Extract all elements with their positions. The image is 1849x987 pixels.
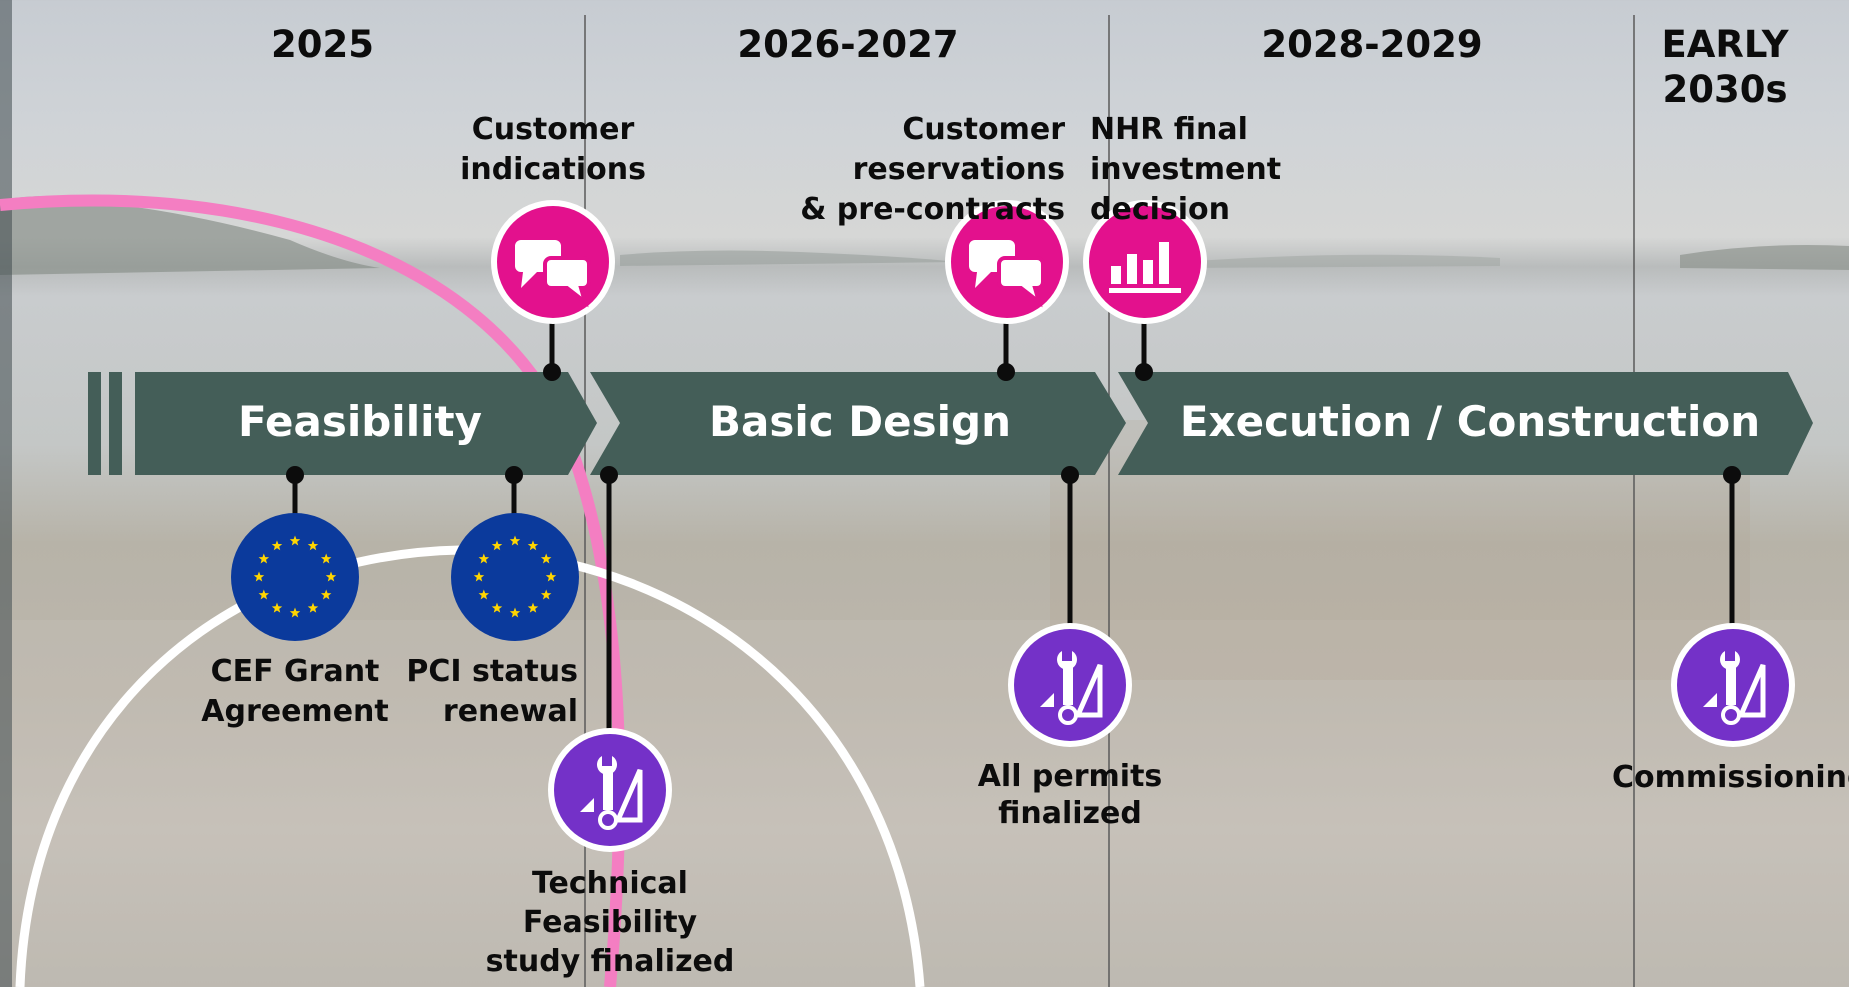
eu-star [320, 553, 332, 564]
connector-dot [543, 363, 561, 381]
connector-dot [1061, 466, 1079, 484]
year-header-2028-2029: 2028-2029 [1261, 23, 1483, 66]
eu-star [478, 589, 490, 600]
eu-star [491, 602, 503, 613]
eu-star [320, 589, 332, 600]
phase-chevron-execution [1118, 372, 1813, 475]
bar-chart-icon [1083, 200, 1207, 324]
phase-chevron-feasibility [135, 372, 597, 475]
connector-dot [600, 466, 618, 484]
eu-star [289, 607, 301, 618]
eu-flag-icon [451, 513, 579, 641]
eu-star [258, 553, 270, 564]
eu-star [307, 540, 319, 551]
engineering-tools-icon [1671, 623, 1795, 747]
speech-bubbles-icon [945, 200, 1069, 324]
connector-dot [1723, 466, 1741, 484]
milestone-label-all-permits: All permits finalized [977, 759, 1163, 831]
phase-bar-stripe [109, 372, 122, 475]
milestone-label-pci-status: PCI status renewal [406, 654, 578, 729]
milestone-label-technical-feasibility: Technical Feasibility study finalized [485, 866, 735, 979]
eu-star [527, 602, 539, 613]
eu-star [325, 571, 337, 582]
eu-star [253, 571, 265, 582]
eu-star [540, 589, 552, 600]
connector-dot [286, 466, 304, 484]
eu-star [509, 607, 521, 618]
year-header-early-2030s: EARLY 2030s [1661, 23, 1789, 111]
phase-label-feasibility: Feasibility [238, 397, 482, 446]
eu-star [289, 535, 301, 546]
eu-star [271, 540, 283, 551]
eu-star [473, 571, 485, 582]
milestone-label-nhr-final-investment: NHR final investment decision [1090, 112, 1282, 227]
eu-flag-icon [231, 513, 359, 641]
phase-label-basic-design: Basic Design [709, 397, 1011, 446]
engineering-tools-icon [548, 728, 672, 852]
connector-dot [505, 466, 523, 484]
phase-bar [88, 372, 1813, 475]
year-header-2026-2027: 2026-2027 [737, 23, 959, 66]
eu-star [540, 553, 552, 564]
phase-label-execution: Execution / Construction [1179, 397, 1761, 446]
milestone-label-customer-reservations: Customer reservations & pre-contracts [800, 112, 1065, 227]
connector-dot [1135, 363, 1153, 381]
eu-star [307, 602, 319, 613]
phase-chevron-basic-design [590, 372, 1126, 475]
eu-star [545, 571, 557, 582]
phase-bar-stripe [88, 372, 101, 475]
eu-star [478, 553, 490, 564]
milestone-label-commissioning: Commissioning [1612, 760, 1849, 795]
speech-bubbles-icon [491, 200, 615, 324]
milestone-label-customer-indications: Customer indications [460, 112, 646, 187]
eu-star [509, 535, 521, 546]
eu-star [491, 540, 503, 551]
eu-star [258, 589, 270, 600]
connector-dot [997, 363, 1015, 381]
eu-star [527, 540, 539, 551]
milestone-label-cef-grant: CEF Grant Agreement [201, 654, 389, 729]
year-header-2025: 2025 [271, 23, 374, 66]
engineering-tools-icon [1008, 623, 1132, 747]
eu-star [271, 602, 283, 613]
